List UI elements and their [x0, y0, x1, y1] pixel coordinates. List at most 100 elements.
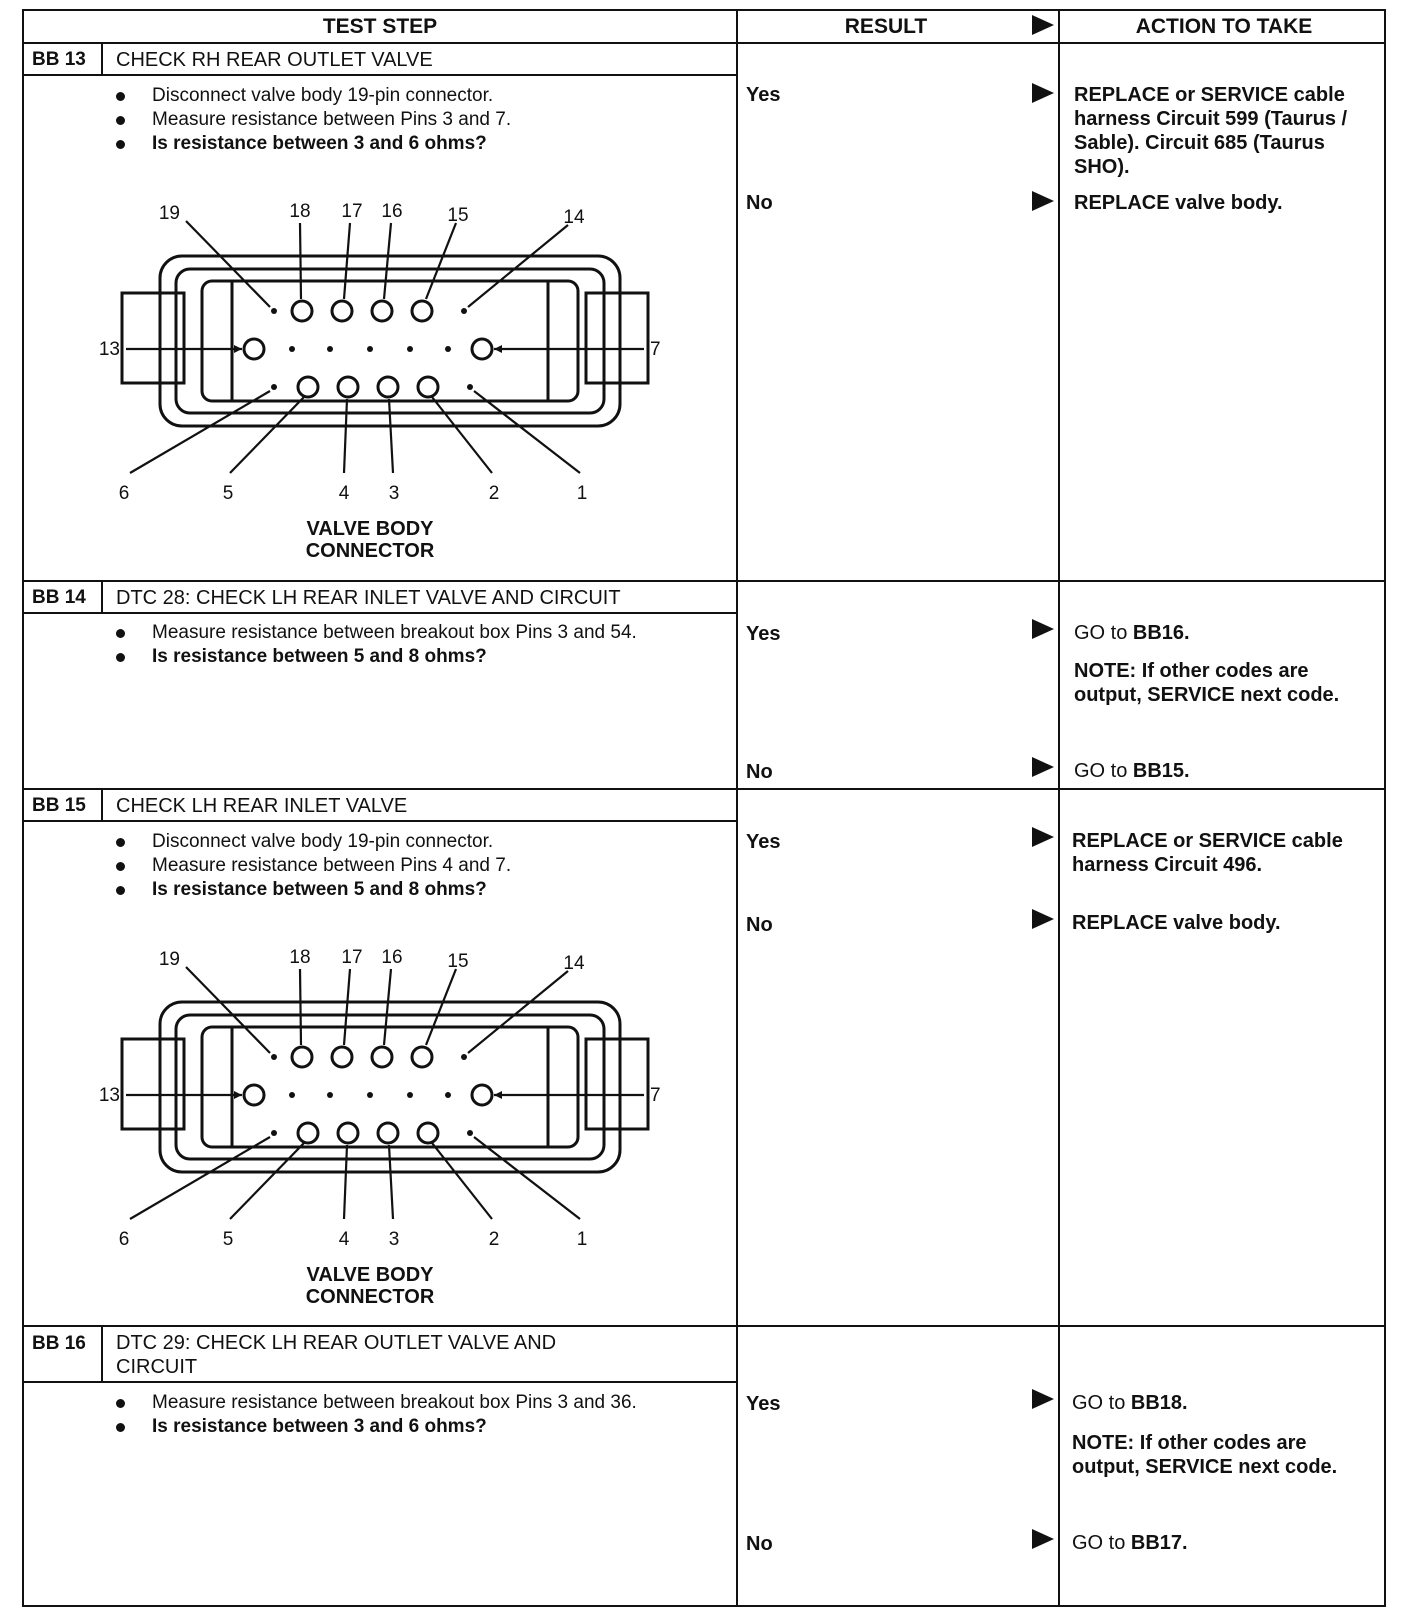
- header-divider: [24, 42, 1384, 44]
- pin-label: 14: [563, 953, 585, 974]
- valve-body-connector-diagram: 19 18 17 16 15 14 13 7 6 5 4 3 2 1 VALVE…: [99, 201, 661, 562]
- step-title: CHECK RH REAR OUTLET VALVE: [116, 49, 433, 71]
- result-no: No: [746, 914, 773, 936]
- bullet-item: Disconnect valve body 19-pin connector.: [114, 84, 714, 108]
- pin-label: 19: [159, 949, 180, 970]
- result-no: No: [746, 1533, 773, 1555]
- pin-label: 3: [389, 1229, 400, 1250]
- step-reference-link[interactable]: BB17.: [1130, 1532, 1188, 1554]
- step-id-divider: [101, 580, 103, 612]
- troubleshooting-table: TEST STEP RESULT ACTION TO TAKE BB 13 CH…: [22, 9, 1386, 1607]
- action-text: GO to BB17.: [1072, 1531, 1362, 1555]
- action-text: REPLACE or SERVICE cable harness Circuit…: [1074, 84, 1348, 178]
- result-yes: Yes: [746, 831, 781, 853]
- result-yes: Yes: [746, 84, 781, 106]
- result-no: No: [746, 761, 773, 783]
- pin-label: 16: [381, 201, 402, 222]
- pin-label: 1: [577, 483, 588, 504]
- header-action-to-take: ACTION TO TAKE: [1135, 15, 1313, 38]
- bullet-item: Disconnect valve body 19-pin connector.: [114, 830, 714, 854]
- bullet-question: Is resistance between 5 and 8 ohms?: [114, 645, 694, 669]
- pin-label: 6: [119, 1229, 130, 1250]
- step-id: BB 16: [32, 1333, 86, 1354]
- action-text: GO to BB18.: [1072, 1391, 1362, 1415]
- pin-label: 18: [289, 947, 310, 968]
- connector-caption: VALVE BODY: [306, 1264, 434, 1286]
- pin-label: 3: [389, 483, 400, 504]
- pin-label: 4: [339, 483, 350, 504]
- right-triangle-arrow-icon: [1032, 827, 1054, 847]
- step-title: DTC 28: CHECK LH REAR INLET VALVE AND CI…: [116, 587, 621, 609]
- connector-caption: CONNECTOR: [306, 1286, 435, 1308]
- step-reference-link[interactable]: BB15.: [1132, 760, 1190, 782]
- row-divider: [24, 788, 1384, 790]
- right-triangle-arrow-icon: [1032, 1529, 1054, 1549]
- pin-label: 18: [289, 201, 310, 222]
- step-bullets: Disconnect valve body 19-pin connector. …: [114, 84, 714, 156]
- right-triangle-arrow-icon: [1032, 757, 1054, 777]
- step-title-divider: [24, 612, 736, 614]
- step-id: BB 15: [32, 795, 86, 816]
- connector-caption: CONNECTOR: [306, 540, 435, 562]
- bullet-question: Is resistance between 3 and 6 ohms?: [114, 132, 714, 156]
- connector-caption: VALVE BODY: [306, 518, 434, 540]
- action-prefix: GO to: [1072, 1392, 1126, 1414]
- column-divider-result-action: [1058, 11, 1060, 1605]
- right-triangle-arrow-icon: [1032, 909, 1054, 929]
- bullet-item: Measure resistance between breakout box …: [114, 1391, 694, 1415]
- action-text: REPLACE valve body.: [1074, 192, 1283, 214]
- action-text: GO to BB15.: [1074, 759, 1364, 783]
- bullet-item: Measure resistance between Pins 4 and 7.: [114, 854, 714, 878]
- step-id: BB 13: [32, 49, 86, 70]
- result-yes: Yes: [746, 1393, 781, 1415]
- step-title-divider: [24, 1381, 736, 1383]
- header-result: RESULT: [844, 15, 928, 38]
- pin-label: 15: [447, 951, 468, 972]
- action-text: REPLACE valve body.: [1072, 912, 1281, 934]
- pin-label: 6: [119, 483, 130, 504]
- step-reference-link[interactable]: BB16.: [1132, 622, 1190, 644]
- row-divider: [24, 1325, 1384, 1327]
- pin-label: 2: [489, 483, 500, 504]
- action-text: REPLACE or SERVICE cable harness Circuit…: [1072, 830, 1343, 876]
- pin-label: 7: [650, 339, 661, 360]
- step-bullets: Measure resistance between breakout box …: [114, 621, 694, 669]
- step-bullets: Disconnect valve body 19-pin connector. …: [114, 830, 714, 902]
- column-divider-test-result: [736, 11, 738, 1605]
- note-text: NOTE: If other codes are output, SERVICE…: [1072, 1431, 1362, 1479]
- action-text: GO to BB16.: [1074, 621, 1364, 645]
- pin-label: 14: [563, 207, 585, 228]
- bullet-question: Is resistance between 5 and 8 ohms?: [114, 878, 714, 902]
- step-id-divider: [101, 42, 103, 74]
- bullet-item: Measure resistance between Pins 3 and 7.: [114, 108, 714, 132]
- pin-label: 16: [381, 947, 402, 968]
- note-label: NOTE:: [1072, 1432, 1135, 1454]
- pin-label: 15: [447, 205, 468, 226]
- action-prefix: GO to: [1074, 622, 1128, 644]
- pin-label: 1: [577, 1229, 588, 1250]
- step-title: DTC 29: CHECK LH REAR OUTLET VALVE AND C…: [116, 1332, 557, 1378]
- step-bullets: Measure resistance between breakout box …: [114, 1391, 694, 1439]
- right-triangle-arrow-icon: [1032, 15, 1054, 35]
- pin-label: 7: [650, 1085, 661, 1106]
- pin-label: 17: [341, 947, 362, 968]
- right-triangle-arrow-icon: [1032, 83, 1054, 103]
- pin-label: 5: [223, 483, 234, 504]
- step-reference-link[interactable]: BB18.: [1130, 1392, 1188, 1414]
- step-title: CHECK LH REAR INLET VALVE: [116, 795, 408, 817]
- pin-label: 13: [99, 339, 120, 360]
- pin-label: 2: [489, 1229, 500, 1250]
- row-divider: [24, 580, 1384, 582]
- header-test-step: TEST STEP: [322, 15, 438, 38]
- pin-label: 5: [223, 1229, 234, 1250]
- right-triangle-arrow-icon: [1032, 191, 1054, 211]
- right-triangle-arrow-icon: [1032, 1389, 1054, 1409]
- step-id-divider: [101, 1325, 103, 1381]
- pin-label: 19: [159, 203, 180, 224]
- step-title-divider: [24, 820, 736, 822]
- right-triangle-arrow-icon: [1032, 619, 1054, 639]
- pin-label: 4: [339, 1229, 350, 1250]
- result-no: No: [746, 192, 773, 214]
- action-prefix: GO to: [1072, 1532, 1126, 1554]
- note-body: If other codes are output, SERVICE next …: [1074, 660, 1340, 706]
